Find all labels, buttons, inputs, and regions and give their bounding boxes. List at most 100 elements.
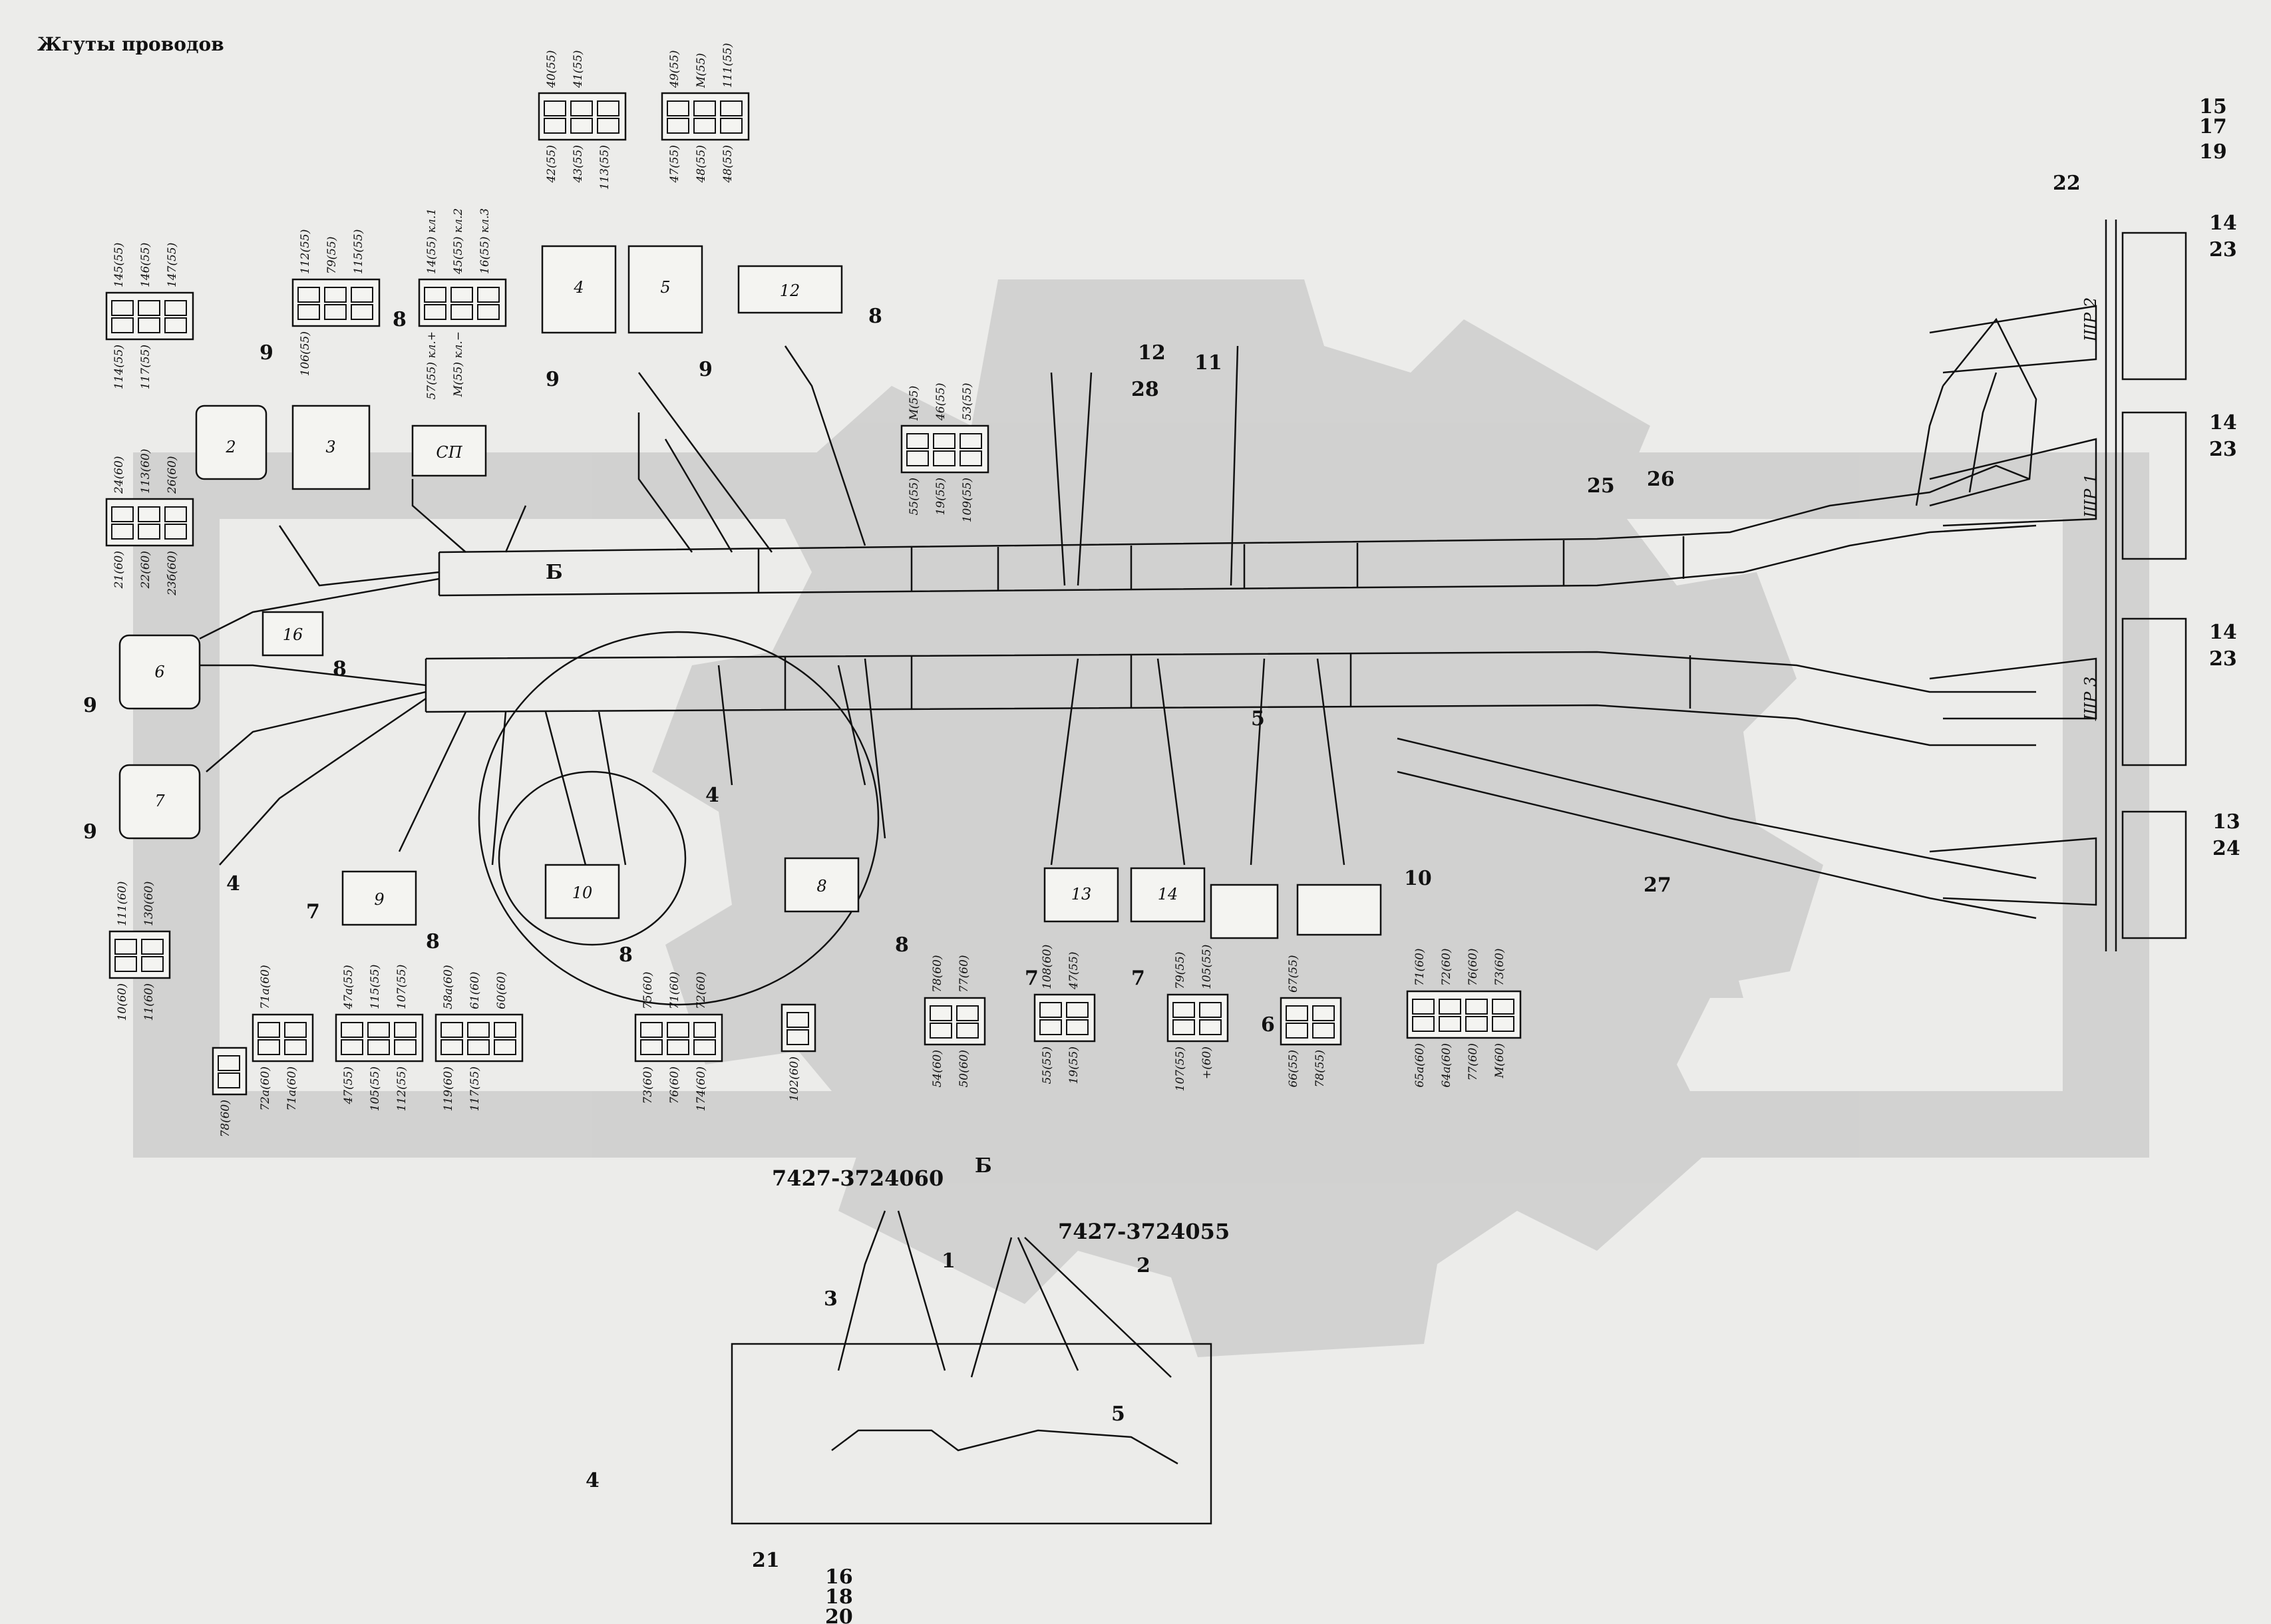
callout-9: 9 — [83, 820, 97, 844]
pin-label: 58а(60) — [442, 965, 455, 1009]
connector-socket — [930, 1005, 952, 1021]
box-sp-label: СП — [436, 443, 462, 462]
connector-socket — [1172, 1002, 1195, 1018]
connector-socket — [494, 1039, 516, 1055]
callout-25: 25 — [1587, 474, 1615, 498]
connector-socket — [720, 118, 743, 134]
connector-socket — [1039, 1019, 1062, 1035]
box-8-label: 8 — [816, 877, 826, 895]
connector-socket — [570, 100, 593, 116]
pin-label: 107(55) — [1174, 1047, 1187, 1091]
callout-7: 7 — [1025, 967, 1039, 990]
callout-17: 17 — [2199, 115, 2227, 138]
box-12 — [737, 265, 843, 314]
connector-socket — [1286, 1023, 1308, 1039]
connector-socket — [467, 1022, 490, 1038]
connector-socket — [111, 524, 134, 540]
connector-socket — [324, 287, 347, 303]
box-12-label: 12 — [780, 281, 800, 300]
pin-label: 106(55) — [299, 331, 312, 376]
connector-socket — [1199, 1019, 1222, 1035]
connector-socket — [1465, 1016, 1488, 1032]
connector-c73: 75(60)71(60)72(60)73(60)76(60)174(60) — [634, 971, 723, 1111]
connector-socket — [1199, 1002, 1222, 1018]
pin-label: 71а(60) — [285, 1066, 299, 1111]
pin-label: 22(60) — [139, 551, 152, 589]
page-title: Жгуты проводов — [37, 33, 224, 55]
pin-label: 113(60) — [139, 449, 152, 494]
connector-socket — [667, 100, 689, 116]
connector-socket — [597, 100, 619, 116]
box-7-label: 7 — [154, 792, 165, 810]
connector-c54: 78(60)77(60)54(60)50(60) — [924, 955, 986, 1088]
connector-socket — [138, 506, 160, 522]
pin-label: 105(55) — [369, 1066, 382, 1111]
box-2-label: 2 — [225, 438, 236, 456]
callout-8: 8 — [895, 933, 909, 957]
connector-c58: 58а(60)61(60)60(60)119(60)117(55) — [435, 965, 524, 1111]
connector-socket — [693, 118, 716, 134]
connector-socket — [1412, 999, 1435, 1015]
callout-8: 8 — [426, 930, 440, 953]
pin-label: 55(55) — [908, 478, 921, 516]
pin-label: 75(60) — [641, 971, 655, 1009]
pin-label: 47а(55) — [342, 965, 355, 1010]
connector-c78: 78(60) — [212, 1047, 248, 1138]
connector-socket — [341, 1039, 363, 1055]
connector-socket — [394, 1039, 417, 1055]
connector-socket — [1439, 1016, 1461, 1032]
pin-label: 45(55) кл.2 — [452, 208, 465, 275]
pin-label: 19(55) — [1067, 1047, 1081, 1084]
callout-8: 8 — [333, 657, 347, 681]
shr1-label: ШР 1 — [2081, 474, 2100, 518]
connector-socket — [297, 304, 320, 320]
connector-socket — [141, 956, 164, 972]
pin-label: 61(60) — [468, 971, 482, 1009]
pin-label: 79(55) — [325, 236, 339, 274]
callout-10: 10 — [1404, 867, 1432, 890]
pin-label: 71(60) — [1413, 948, 1427, 986]
connector-socket — [933, 450, 956, 466]
callout-16: 16 — [825, 1565, 853, 1589]
connector-socket — [284, 1039, 307, 1055]
connector-socket — [1172, 1019, 1195, 1035]
callout-19: 19 — [2199, 140, 2227, 164]
pin-label: 112(55) — [395, 1066, 409, 1111]
box-16 — [262, 611, 324, 657]
callout-9: 9 — [546, 368, 560, 391]
pin-label: 43(55) — [572, 145, 585, 184]
connector-c114: 145(55)146(55)147(55)114(55)117(55) — [105, 243, 194, 389]
pin-label: 65а(60) — [1413, 1043, 1427, 1088]
box-3 — [291, 405, 371, 490]
connector-socket — [906, 433, 929, 449]
pin-label: 11(60) — [142, 983, 156, 1021]
pin-label: 19(55) — [934, 478, 948, 516]
connector-socket — [141, 939, 164, 955]
connector-socket — [1286, 1005, 1308, 1021]
pin-label: 16(55) кл.3 — [478, 208, 492, 274]
connector-socket — [114, 956, 137, 972]
connector-c112: 112(55)79(55)115(55)106(55) — [291, 230, 381, 376]
connector-socket — [341, 1022, 363, 1038]
connector-socket — [164, 300, 187, 316]
callout-23: 23 — [2209, 438, 2237, 461]
connector-c11: 111(60)130(60)10(60)11(60) — [108, 882, 171, 1021]
connector-socket — [111, 506, 134, 522]
pin-label: 48(55) — [695, 145, 708, 184]
callout-22: 22 — [2053, 172, 2081, 195]
pin-label: +(60) — [1200, 1047, 1214, 1079]
connector-socket — [138, 300, 160, 316]
callout-21: 21 — [752, 1549, 780, 1572]
connector-socket — [297, 287, 320, 303]
pin-label: 60(60) — [495, 971, 508, 1009]
callout-7: 7 — [306, 900, 320, 923]
box-4-label: 4 — [573, 278, 584, 297]
pin-label: 26(60) — [166, 456, 179, 494]
callout-3: 3 — [824, 1287, 838, 1311]
pin-label: 48(55) — [721, 145, 735, 184]
pin-label: 55(55) — [1041, 1047, 1054, 1084]
pin-label: М(55) — [695, 53, 708, 88]
pin-label: 47(55) — [668, 145, 681, 184]
pin-label: 119(60) — [442, 1066, 455, 1111]
